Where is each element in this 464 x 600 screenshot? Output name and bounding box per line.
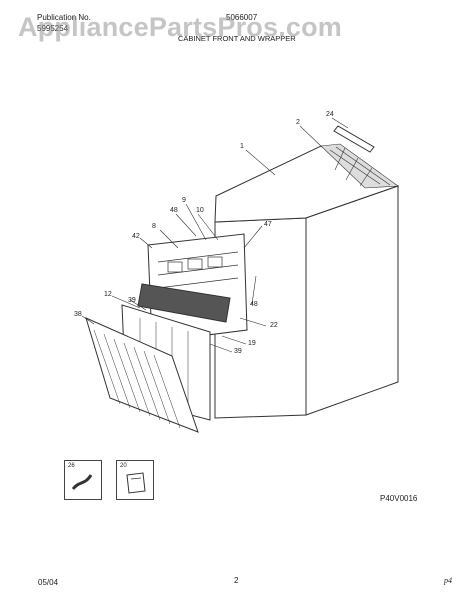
bracket-part-icon xyxy=(126,472,146,494)
callout-48a: 48 xyxy=(170,207,178,214)
footer-date: 05/04 xyxy=(38,578,59,587)
callout-39b: 39 xyxy=(234,348,242,355)
model-number: 5066007 xyxy=(226,13,258,22)
cabinet-wrapper-side xyxy=(305,185,399,416)
hose-part-icon xyxy=(71,474,93,490)
drawing-code: P40V0016 xyxy=(380,494,418,503)
callout-2: 2 xyxy=(296,119,300,126)
callout-10: 10 xyxy=(196,207,204,214)
callout-42: 42 xyxy=(132,233,140,240)
callout-19: 19 xyxy=(248,340,256,347)
inset-part-20: 20 xyxy=(116,460,154,500)
footer-mark: p4 xyxy=(444,576,452,585)
condenser-coil xyxy=(320,143,399,189)
footer-page: 2 xyxy=(234,576,239,585)
inset-part-26: 26 xyxy=(64,460,102,500)
callout-38: 38 xyxy=(74,311,82,318)
callout-24: 24 xyxy=(326,111,334,118)
callout-48b: 48 xyxy=(250,301,258,308)
inset-label-26: 26 xyxy=(68,463,75,469)
callout-12: 12 xyxy=(104,291,112,298)
inset-label-20: 20 xyxy=(120,463,127,469)
callout-22: 22 xyxy=(270,322,278,329)
section-title: CABINET FRONT AND WRAPPER xyxy=(178,34,296,43)
callout-1: 1 xyxy=(240,143,244,150)
publication-number: 5995254 xyxy=(37,24,69,33)
front-grille-38 xyxy=(85,317,199,433)
watermark: AppliancePartsPros.com xyxy=(18,12,343,42)
callout-9: 9 xyxy=(182,197,186,204)
callout-8: 8 xyxy=(152,223,156,230)
part-24 xyxy=(333,125,375,153)
callout-39a: 39 xyxy=(128,297,136,304)
publication-label: Publication No. xyxy=(37,13,91,22)
louver-19 xyxy=(137,283,231,323)
callout-47: 47 xyxy=(264,221,272,228)
